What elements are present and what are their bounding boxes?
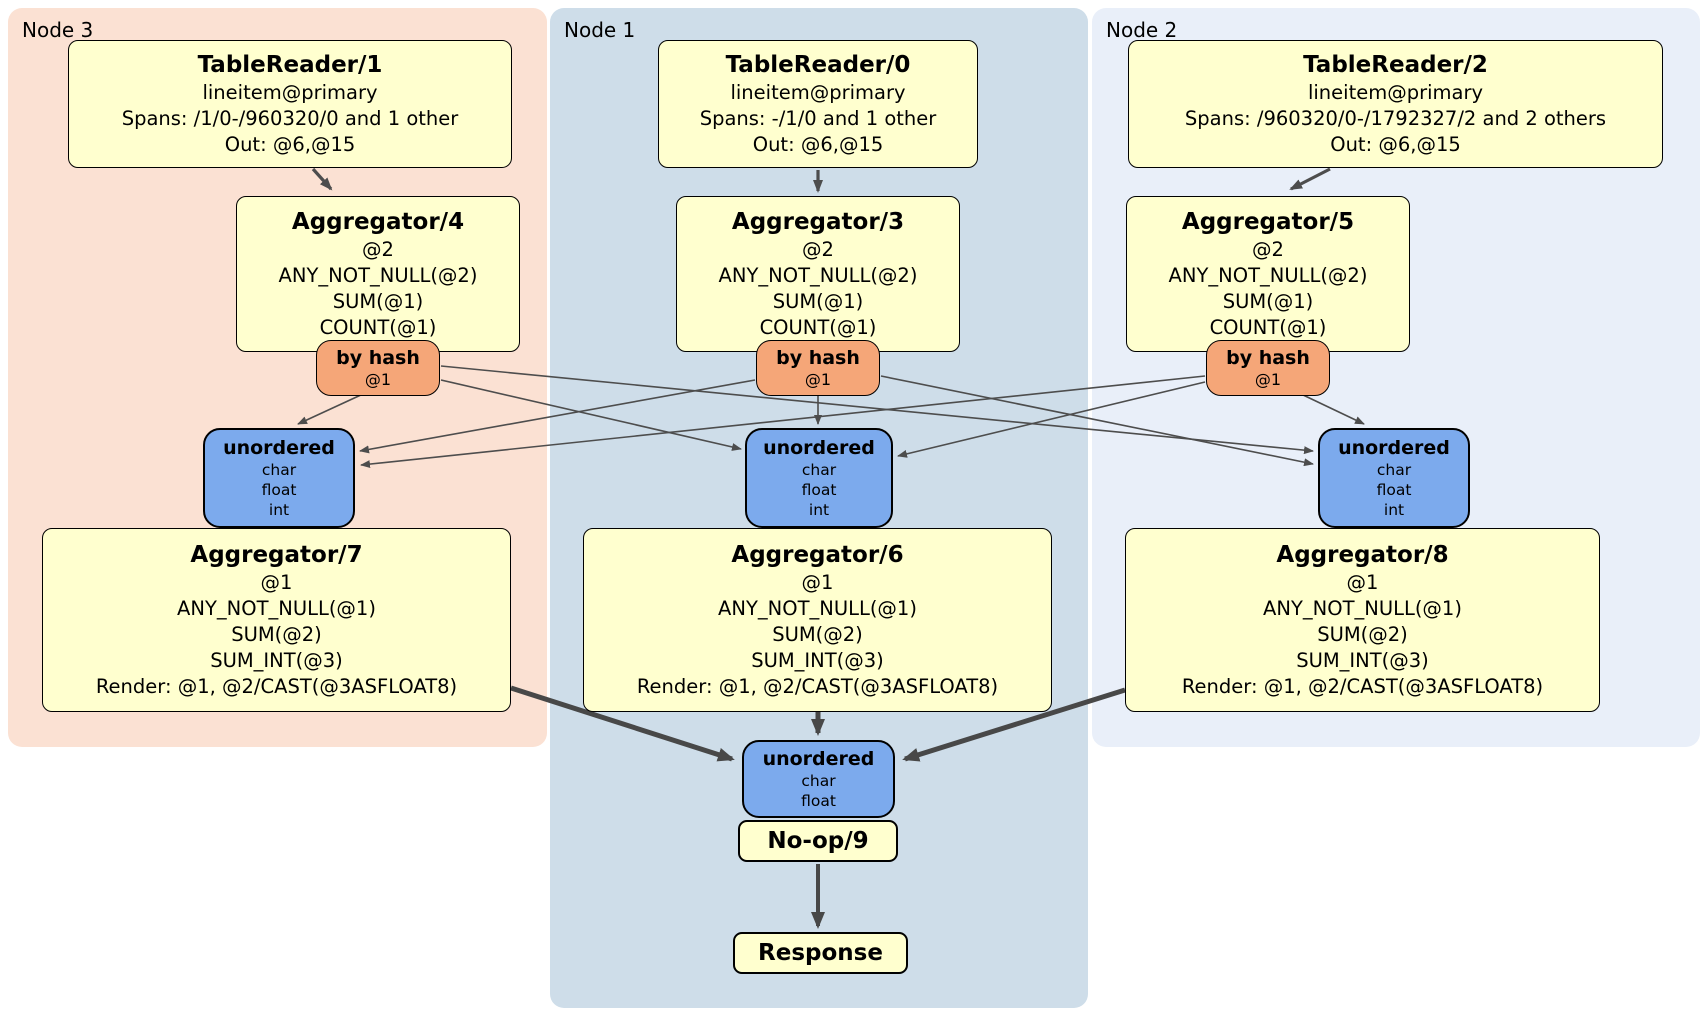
processor-line: @2: [362, 238, 394, 261]
processor-tablereader-1: TableReader/1 lineitem@primary Spans: /1…: [68, 40, 512, 168]
sync-unordered-node3: unordered char float int: [203, 428, 355, 528]
processor-title: Aggregator/6: [731, 542, 904, 568]
processor-line: ANY_NOT_NULL(@1): [1263, 597, 1462, 620]
processor-line: lineitem@primary: [202, 81, 378, 104]
processor-tablereader-2: TableReader/2 lineitem@primary Spans: /9…: [1128, 40, 1663, 168]
sync-stream: float: [801, 792, 836, 810]
router-title: by hash: [776, 346, 860, 369]
processor-line: Render: @1, @2/CAST(@3ASFLOAT8): [636, 675, 999, 698]
processor-title: No-op/9: [767, 828, 869, 854]
sync-stream: int: [1383, 501, 1405, 519]
processor-line: SUM_INT(@3): [210, 649, 343, 672]
node-label-3: Node 3: [22, 18, 94, 42]
processor-title: Aggregator/7: [190, 542, 363, 568]
router-key: @1: [1254, 369, 1282, 389]
processor-line: Out: @6,@15: [752, 133, 884, 156]
processor-line: ANY_NOT_NULL(@2): [718, 264, 918, 287]
processor-line: Render: @1, @2/CAST(@3ASFLOAT8): [1181, 675, 1544, 698]
processor-line: COUNT(@1): [1209, 316, 1327, 339]
processor-line: ANY_NOT_NULL(@1): [177, 597, 376, 620]
processor-line: @2: [802, 238, 834, 261]
node-label-2: Node 2: [1106, 18, 1178, 42]
processor-line: SUM(@1): [1222, 290, 1314, 313]
node-label-1: Node 1: [564, 18, 636, 42]
processor-line: Spans: /960320/0-/1792327/2 and 2 others: [1184, 107, 1607, 130]
processor-title: Aggregator/4: [291, 209, 465, 235]
processor-line: ANY_NOT_NULL(@2): [278, 264, 478, 287]
sync-unordered-node2: unordered char float int: [1318, 428, 1470, 528]
processor-line: Render: @1, @2/CAST(@3ASFLOAT8): [95, 675, 458, 698]
processor-line: SUM_INT(@3): [751, 649, 884, 672]
processor-line: SUM(@2): [231, 623, 322, 646]
processor-line: @1: [801, 571, 834, 594]
processor-line: @1: [260, 571, 293, 594]
sync-stream: int: [268, 501, 290, 519]
processor-aggregator-3: Aggregator/3 @2 ANY_NOT_NULL(@2) SUM(@1)…: [676, 196, 960, 352]
hash-router-node3: by hash @1: [316, 340, 440, 396]
sync-title: unordered: [1338, 437, 1450, 459]
hash-router-node1: by hash @1: [756, 340, 880, 396]
sync-stream: float: [801, 481, 837, 499]
sync-stream: float: [261, 481, 297, 499]
router-title: by hash: [336, 346, 420, 369]
processor-line: SUM(@2): [772, 623, 863, 646]
sync-stream: char: [801, 772, 836, 790]
sync-stream: char: [1376, 461, 1412, 479]
router-key: @1: [364, 369, 392, 389]
processor-tablereader-0: TableReader/0 lineitem@primary Spans: -/…: [658, 40, 978, 168]
processor-aggregator-6: Aggregator/6 @1 ANY_NOT_NULL(@1) SUM(@2)…: [583, 528, 1052, 712]
processor-line: lineitem@primary: [730, 81, 906, 104]
processor-line: SUM(@2): [1317, 623, 1408, 646]
sync-unordered-final: unordered char float: [742, 740, 895, 818]
sync-unordered-node1: unordered char float int: [745, 428, 893, 528]
processor-title: TableReader/0: [725, 52, 911, 78]
sync-title: unordered: [223, 437, 335, 459]
processor-title: Aggregator/5: [1181, 209, 1355, 235]
processor-aggregator-8: Aggregator/8 @1 ANY_NOT_NULL(@1) SUM(@2)…: [1125, 528, 1600, 712]
processor-line: @2: [1252, 238, 1284, 261]
processor-line: Out: @6,@15: [1330, 133, 1461, 156]
sync-stream: char: [261, 461, 297, 479]
processor-aggregator-7: Aggregator/7 @1 ANY_NOT_NULL(@1) SUM(@2)…: [42, 528, 511, 712]
processor-line: SUM(@1): [772, 290, 864, 313]
processor-line: Spans: /1/0-/960320/0 and 1 other: [121, 107, 459, 130]
processor-aggregator-4: Aggregator/4 @2 ANY_NOT_NULL(@2) SUM(@1)…: [236, 196, 520, 352]
processor-title: Aggregator/8: [1276, 542, 1449, 568]
sync-stream: char: [801, 461, 837, 479]
processor-line: SUM_INT(@3): [1296, 649, 1429, 672]
processor-line: COUNT(@1): [319, 316, 437, 339]
processor-title: Aggregator/3: [731, 209, 905, 235]
processor-aggregator-5: Aggregator/5 @2 ANY_NOT_NULL(@2) SUM(@1)…: [1126, 196, 1410, 352]
processor-line: @1: [1346, 571, 1379, 594]
processor-line: Out: @6,@15: [224, 133, 356, 156]
processor-noop: No-op/9: [738, 820, 898, 862]
sync-title: unordered: [763, 437, 875, 459]
sync-stream: float: [1376, 481, 1412, 499]
sync-title: unordered: [762, 748, 875, 770]
router-key: @1: [804, 369, 832, 389]
hash-router-node2: by hash @1: [1206, 340, 1330, 396]
processor-title: TableReader/2: [1303, 52, 1488, 78]
processor-response: Response: [733, 932, 908, 974]
processor-title: TableReader/1: [197, 52, 383, 78]
processor-line: lineitem@primary: [1307, 81, 1484, 104]
router-title: by hash: [1226, 346, 1310, 369]
processor-line: COUNT(@1): [759, 316, 877, 339]
processor-line: Spans: -/1/0 and 1 other: [699, 107, 937, 130]
processor-line: SUM(@1): [332, 290, 424, 313]
processor-line: ANY_NOT_NULL(@2): [1168, 264, 1368, 287]
sync-stream: int: [808, 501, 830, 519]
processor-line: ANY_NOT_NULL(@1): [718, 597, 917, 620]
processor-title: Response: [758, 940, 883, 966]
